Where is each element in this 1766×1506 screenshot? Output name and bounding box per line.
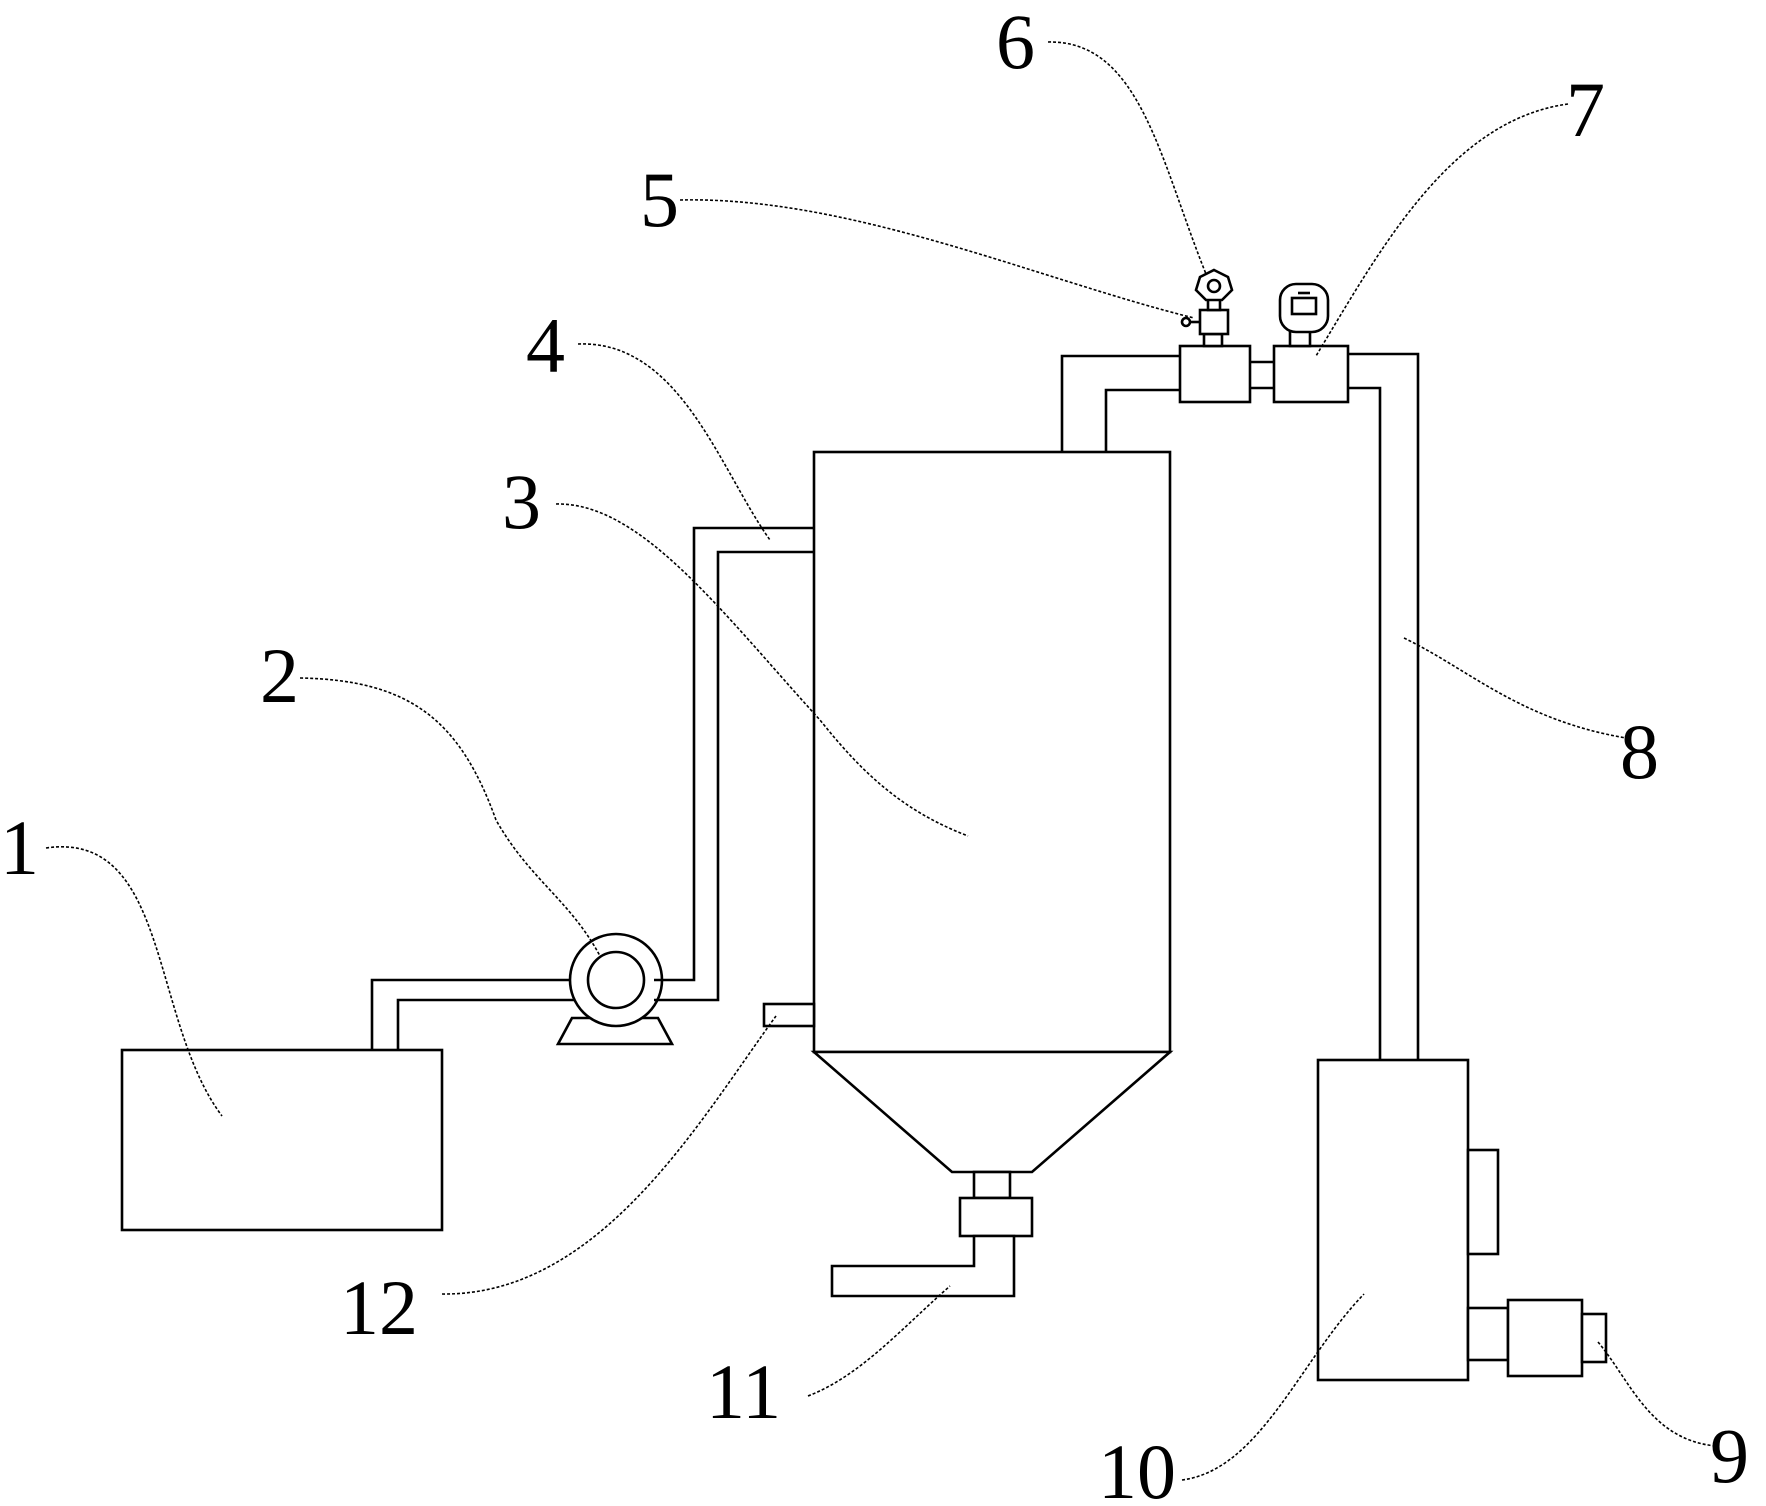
leader-8 bbox=[1403, 637, 1627, 739]
callout-4: 4 bbox=[526, 302, 565, 389]
digital-meter bbox=[1272, 282, 1350, 404]
leader-4 bbox=[577, 343, 771, 541]
pressure-gauge bbox=[1194, 268, 1234, 312]
callout-11: 11 bbox=[706, 1348, 781, 1435]
callout-9: 9 bbox=[1710, 1412, 1749, 1499]
tank-to-pump-pipe bbox=[370, 978, 580, 1050]
discharge-outlet bbox=[830, 1170, 1034, 1298]
leader-10 bbox=[1181, 1293, 1365, 1481]
leader-9 bbox=[1597, 1341, 1717, 1447]
leader-12 bbox=[441, 1015, 777, 1295]
valve bbox=[1178, 308, 1252, 404]
leader-5 bbox=[679, 199, 1195, 319]
leader-3 bbox=[555, 503, 969, 837]
leader-2 bbox=[299, 677, 601, 957]
leader-lines bbox=[45, 41, 1717, 1481]
leader-11 bbox=[807, 1285, 951, 1397]
callout-1: 1 bbox=[0, 804, 39, 891]
callout-3: 3 bbox=[502, 458, 541, 545]
valve-meter-connector bbox=[1250, 360, 1274, 390]
leader-7 bbox=[1315, 103, 1569, 357]
callout-10: 10 bbox=[1098, 1428, 1176, 1506]
callout-6: 6 bbox=[996, 0, 1035, 85]
feed-tank bbox=[120, 1048, 444, 1232]
collector bbox=[1316, 1058, 1510, 1382]
callout-5: 5 bbox=[640, 156, 679, 243]
side-port bbox=[762, 1002, 816, 1028]
callout-12: 12 bbox=[340, 1264, 418, 1351]
pump bbox=[555, 932, 675, 1046]
callout-2: 2 bbox=[260, 632, 299, 719]
callout-8: 8 bbox=[1620, 708, 1659, 795]
drying-tower bbox=[810, 450, 1174, 1174]
callout-7: 7 bbox=[1566, 66, 1605, 153]
exhaust-pipe bbox=[1060, 354, 1180, 452]
outlet-connector bbox=[1506, 1298, 1608, 1378]
feed-pipe bbox=[654, 526, 814, 1002]
leader-1 bbox=[45, 846, 223, 1117]
return-pipe bbox=[1348, 352, 1420, 1060]
leader-6 bbox=[1047, 41, 1207, 275]
